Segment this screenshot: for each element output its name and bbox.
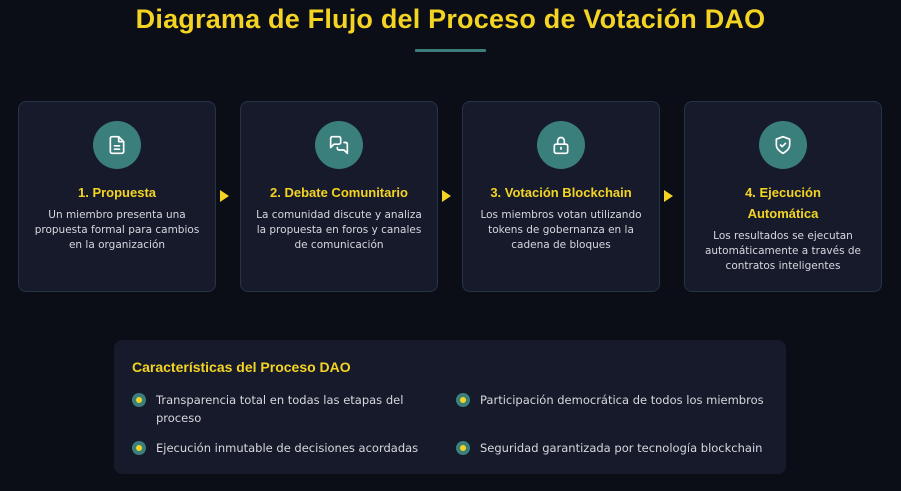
features-title: Características del Proceso DAO xyxy=(132,359,351,375)
step-title: 4. Ejecución Automática xyxy=(745,185,821,221)
bullet-dot-icon xyxy=(456,441,470,455)
title-underline-divider xyxy=(415,49,486,52)
flow-arrow-icon xyxy=(664,190,673,202)
chat-bubbles-icon xyxy=(329,135,349,155)
feature-text: Ejecución inmutable de decisiones acorda… xyxy=(156,441,419,455)
feature-text: Participación democrática de todos los m… xyxy=(480,393,764,407)
page-title: Diagrama de Flujo del Proceso de Votació… xyxy=(135,4,766,34)
feature-text: Transparencia total en todas las etapas … xyxy=(156,393,404,425)
feature-text: Seguridad garantizada por tecnología blo… xyxy=(480,441,763,455)
step-description: Los miembros votan utilizando tokens de … xyxy=(480,209,642,251)
step-icon-badge xyxy=(759,121,807,169)
feature-item: Transparencia total en todas las etapas … xyxy=(132,391,412,427)
step-title: 1. Propuesta xyxy=(77,185,157,200)
step-description: Un miembro presenta una propuesta formal… xyxy=(34,209,200,251)
document-icon xyxy=(109,135,125,155)
bullet-dot-icon xyxy=(456,393,470,407)
step-description: La comunidad discute y analiza la propue… xyxy=(256,209,422,251)
feature-item: Ejecución inmutable de decisiones acorda… xyxy=(132,439,442,457)
step-card-debate: 2. Debate Comunitario La comunidad discu… xyxy=(240,101,438,292)
flow-arrow-icon xyxy=(220,190,229,202)
features-panel: Características del Proceso DAO Transpar… xyxy=(114,340,786,474)
step-title: 3. Votación Blockchain xyxy=(490,185,632,200)
feature-item: Participación democrática de todos los m… xyxy=(456,391,776,409)
bullet-dot-icon xyxy=(132,393,146,407)
step-description: Los resultados se ejecutan automáticamen… xyxy=(704,230,862,272)
bullet-dot-icon xyxy=(132,441,146,455)
step-card-propuesta: 1. Propuesta Un miembro presenta una pro… xyxy=(18,101,216,292)
step-card-votacion: 3. Votación Blockchain Los miembros vota… xyxy=(462,101,660,292)
flow-arrow-icon xyxy=(442,190,451,202)
lock-icon xyxy=(553,136,569,155)
feature-item: Seguridad garantizada por tecnología blo… xyxy=(456,439,776,457)
step-icon-badge xyxy=(315,121,363,169)
step-card-ejecucion: 4. Ejecución Automática Los resultados s… xyxy=(684,101,882,292)
shield-check-icon xyxy=(775,135,791,155)
step-title: 2. Debate Comunitario xyxy=(270,185,408,200)
step-icon-badge xyxy=(93,121,141,169)
step-icon-badge xyxy=(537,121,585,169)
